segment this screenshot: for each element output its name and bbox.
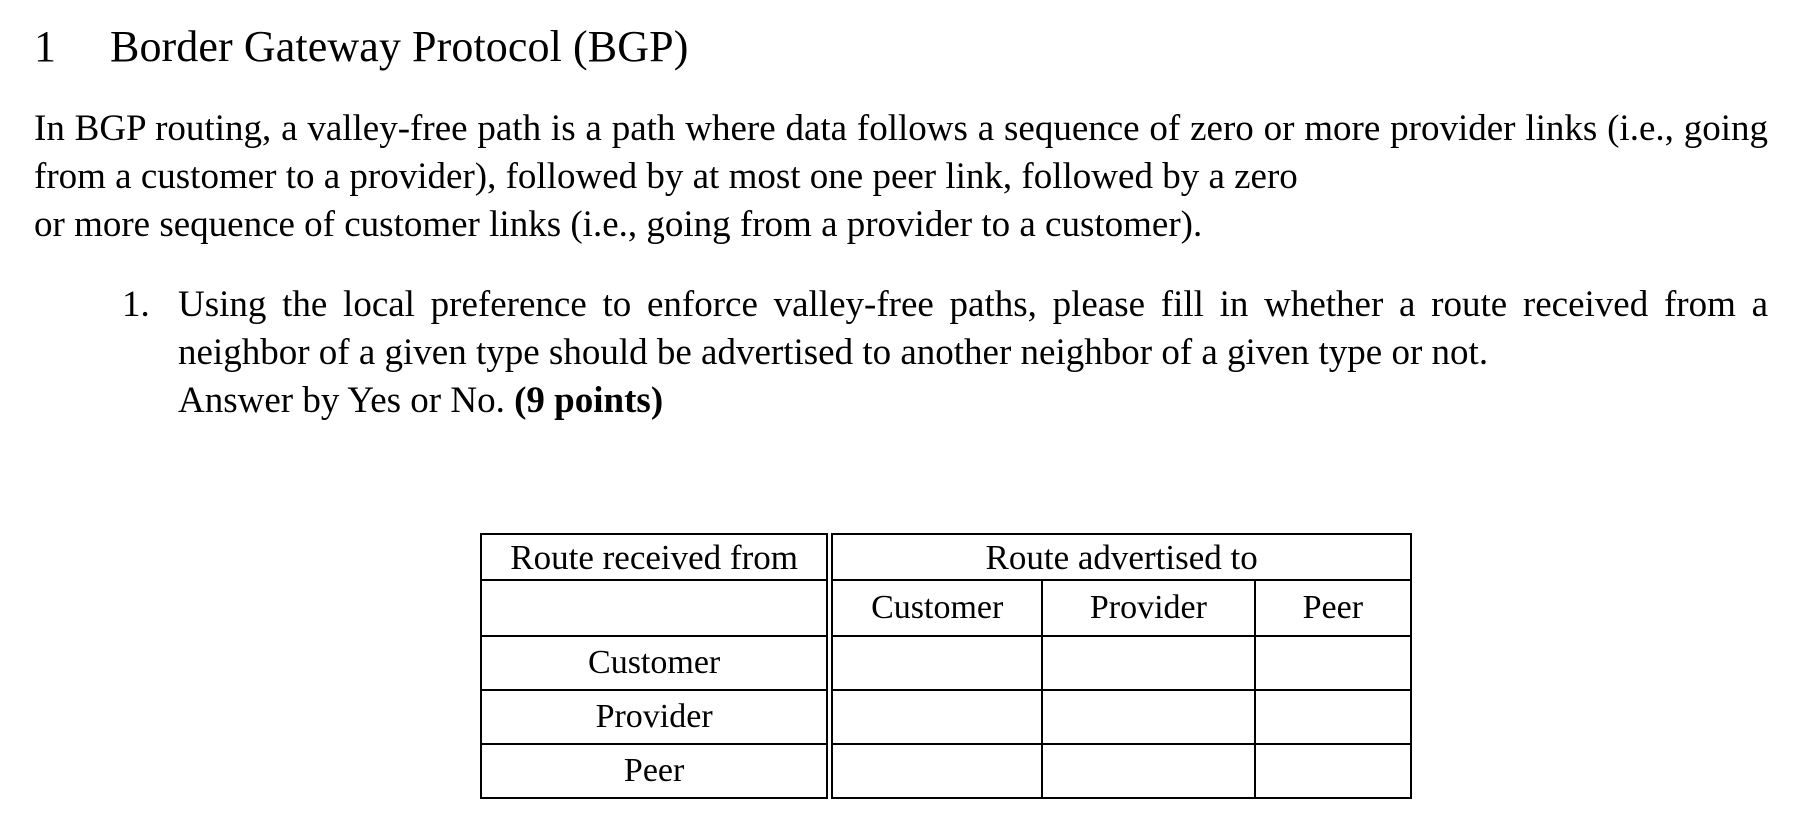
- table-head: Route received from Route advertised to …: [480, 533, 1413, 637]
- question-marker: 1.: [122, 284, 150, 326]
- question-line-3-wrap: Answer by Yes or No. (9 points): [178, 377, 1768, 425]
- intro-line-1: In BGP routing, a valley-free path is a …: [34, 108, 1516, 150]
- question-line-2: from a neighbor of a given type should b…: [178, 284, 1769, 374]
- question-list: 1. Using the local preference to enforce…: [34, 249, 1768, 425]
- header-route-advertised-to: Route advertised to: [826, 533, 1413, 581]
- table-group-header-row: Route received from Route advertised to: [480, 533, 1413, 581]
- intro-paragraph: In BGP routing, a valley-free path is a …: [34, 71, 1768, 249]
- points-badge: (9 points): [514, 380, 664, 422]
- row-label-customer: Customer: [480, 635, 831, 691]
- row-label-provider: Provider: [480, 689, 831, 745]
- question-text: Using the local preference to enforce va…: [178, 281, 1768, 425]
- bgp-answer-table-wrapper: Route received from Route advertised to …: [480, 533, 1413, 799]
- cell-provider-provider[interactable]: [1041, 689, 1256, 745]
- cell-customer-peer[interactable]: [1253, 635, 1413, 691]
- page-title: 1 Border Gateway Protocol (BGP): [34, 0, 1768, 71]
- cell-peer-peer[interactable]: [1253, 743, 1413, 799]
- question-line-3: Answer by Yes or No.: [178, 380, 505, 422]
- question-item-1: 1. Using the local preference to enforce…: [34, 281, 1768, 425]
- cell-peer-provider[interactable]: [1041, 743, 1256, 799]
- cell-provider-customer[interactable]: [826, 689, 1044, 745]
- cell-provider-peer[interactable]: [1253, 689, 1413, 745]
- sub-header-customer: Customer: [826, 579, 1044, 637]
- table-row-provider: Provider: [480, 689, 1413, 745]
- cell-customer-customer[interactable]: [826, 635, 1044, 691]
- intro-line-3: or more sequence of customer links (i.e.…: [34, 204, 1203, 246]
- section-title: Border Gateway Protocol (BGP): [110, 22, 689, 71]
- sub-header-peer: Peer: [1253, 579, 1413, 637]
- table-row-peer: Peer: [480, 743, 1413, 799]
- section-number: 1: [34, 22, 57, 71]
- sub-header-provider: Provider: [1041, 579, 1256, 637]
- cell-customer-provider[interactable]: [1041, 635, 1256, 691]
- bgp-answer-table: Route received from Route advertised to …: [480, 533, 1413, 799]
- intro-line-2: links (i.e., going from a customer to a …: [34, 108, 1768, 198]
- cell-peer-customer[interactable]: [826, 743, 1044, 799]
- sub-header-blank: [480, 579, 831, 637]
- header-route-received-from: Route received from: [480, 533, 831, 581]
- table-body: Customer Provider Peer: [480, 635, 1413, 799]
- row-label-peer: Peer: [480, 743, 831, 799]
- question-line-1: Using the local preference to enforce va…: [178, 284, 1649, 326]
- table-row-customer: Customer: [480, 635, 1413, 691]
- table-sub-header-row: Customer Provider Peer: [480, 579, 1413, 637]
